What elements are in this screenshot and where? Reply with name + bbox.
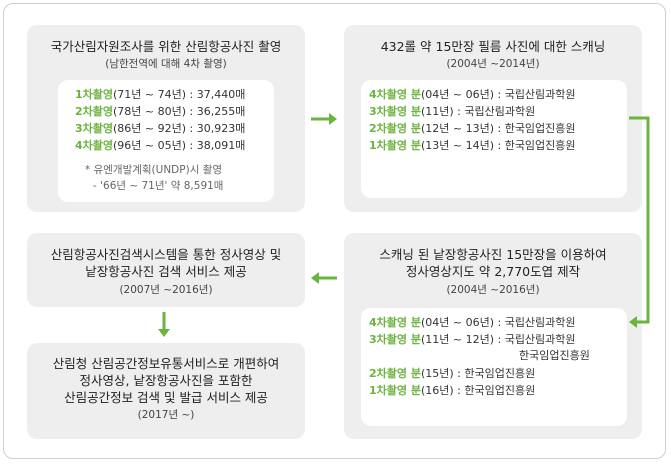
box-film-scanning: 432롤 약 15만장 필름 사진에 대한 스캐닝 (2004년 ~2014년)… bbox=[344, 25, 642, 212]
box2-item: 1차촬영 분(13년 ~ 14년) : 한국임업진흥원 bbox=[369, 139, 576, 152]
box1-title: 국가산림자원조사를 위한 산림항공사진 촬영 bbox=[50, 39, 282, 54]
arrow-down bbox=[158, 312, 170, 337]
box2-item: 2차촬영 분(12년 ~ 13년) : 한국임업진흥원 bbox=[369, 122, 576, 135]
diagram-frame bbox=[3, 3, 666, 459]
box-aerial-photo-survey: 국가산림자원조사를 위한 산림항공사진 촬영 (남한전역에 대해 4차 촬영) … bbox=[27, 25, 305, 212]
box5-subtitle: (2017년 ~) bbox=[137, 409, 195, 421]
box3-item: 3차촬영 분(11년 ~ 12년) : 국립산림과학원 bbox=[369, 333, 576, 346]
box3-item: 2차촬영 분(15년) : 한국임업진흥원 bbox=[369, 367, 536, 380]
arrow-left bbox=[311, 272, 337, 284]
box2-inner: 4차촬영 분(04년 ~ 06년) : 국립산림과학원 3차촬영 분(11년) … bbox=[361, 80, 627, 198]
box1-item: 4차촬영(96년 ~ 05년) : 38,091매 bbox=[75, 139, 246, 152]
box3-item: 1차촬영 분(16년) : 한국임업진흥원 bbox=[369, 384, 536, 397]
box3-subtitle: (2004년 ~2016년) bbox=[446, 284, 540, 296]
box2-title: 432롤 약 15만장 필름 사진에 대한 스캐닝 bbox=[380, 39, 606, 54]
arrow-right bbox=[311, 113, 337, 125]
box5-title: 산림공간정보 검색 및 발급 서비스 제공 bbox=[64, 390, 268, 405]
box1-item: 3차촬영(86년 ~ 92년) : 30,923매 bbox=[75, 122, 246, 135]
box1-note: - '66년 ~ 71년' 약 8,591매 bbox=[93, 180, 224, 192]
box3-item: 4차촬영 분(04년 ~ 06년) : 국립산림과학원 bbox=[369, 316, 576, 329]
box5-title: 정사영상, 낱장항공사진을 포함한 bbox=[79, 373, 253, 388]
box4-subtitle: (2007년 ~2016년) bbox=[119, 284, 213, 296]
box1-item: 1차촬영(71년 ~ 74년) : 37,440매 bbox=[75, 88, 246, 101]
box1-item: 2차촬영(78년 ~ 80년) : 36,255매 bbox=[75, 105, 246, 118]
box1-subtitle: (남한전역에 대해 4차 촬영) bbox=[105, 58, 227, 70]
box4-title: 산림항공사진검색시스템을 통한 정사영상 및 bbox=[50, 247, 282, 262]
box-orthoimage-production: 스캐닝 된 낱장항공사진 15만장을 이용하여 정사영상지도 약 2,770도엽… bbox=[344, 233, 642, 439]
box3-title: 정사영상지도 약 2,770도엽 제작 bbox=[405, 264, 581, 279]
box-spatial-info-service: 산림청 산림공간정보유통서비스로 개편하여 정사영상, 낱장항공사진을 포함한 … bbox=[27, 343, 305, 439]
box3-item: 한국임업진흥원 bbox=[519, 349, 590, 362]
box1-note: * 유엔개발계획(UNDP)시 촬영 bbox=[85, 164, 223, 176]
box1-inner: 1차촬영(71년 ~ 74년) : 37,440매 2차촬영(78년 ~ 80년… bbox=[58, 80, 274, 202]
box5-title: 산림청 산림공간정보유통서비스로 개편하여 bbox=[52, 356, 280, 371]
box-search-system: 산림항공사진검색시스템을 통한 정사영상 및 낱장항공사진 검색 서비스 제공 … bbox=[27, 233, 305, 307]
arrow-elbow-down bbox=[629, 116, 650, 328]
box2-item: 4차촬영 분(04년 ~ 06년) : 국립산림과학원 bbox=[369, 88, 576, 101]
box4-title: 낱장항공사진 검색 서비스 제공 bbox=[85, 264, 247, 279]
box2-item: 3차촬영 분(11년) : 국립산림과학원 bbox=[369, 105, 536, 118]
box3-inner: 4차촬영 분(04년 ~ 06년) : 국립산림과학원 3차촬영 분(11년 ~… bbox=[361, 308, 627, 426]
box2-subtitle: (2004년 ~2014년) bbox=[446, 58, 540, 70]
box3-title: 스캐닝 된 낱장항공사진 15만장을 이용하여 bbox=[379, 247, 607, 262]
